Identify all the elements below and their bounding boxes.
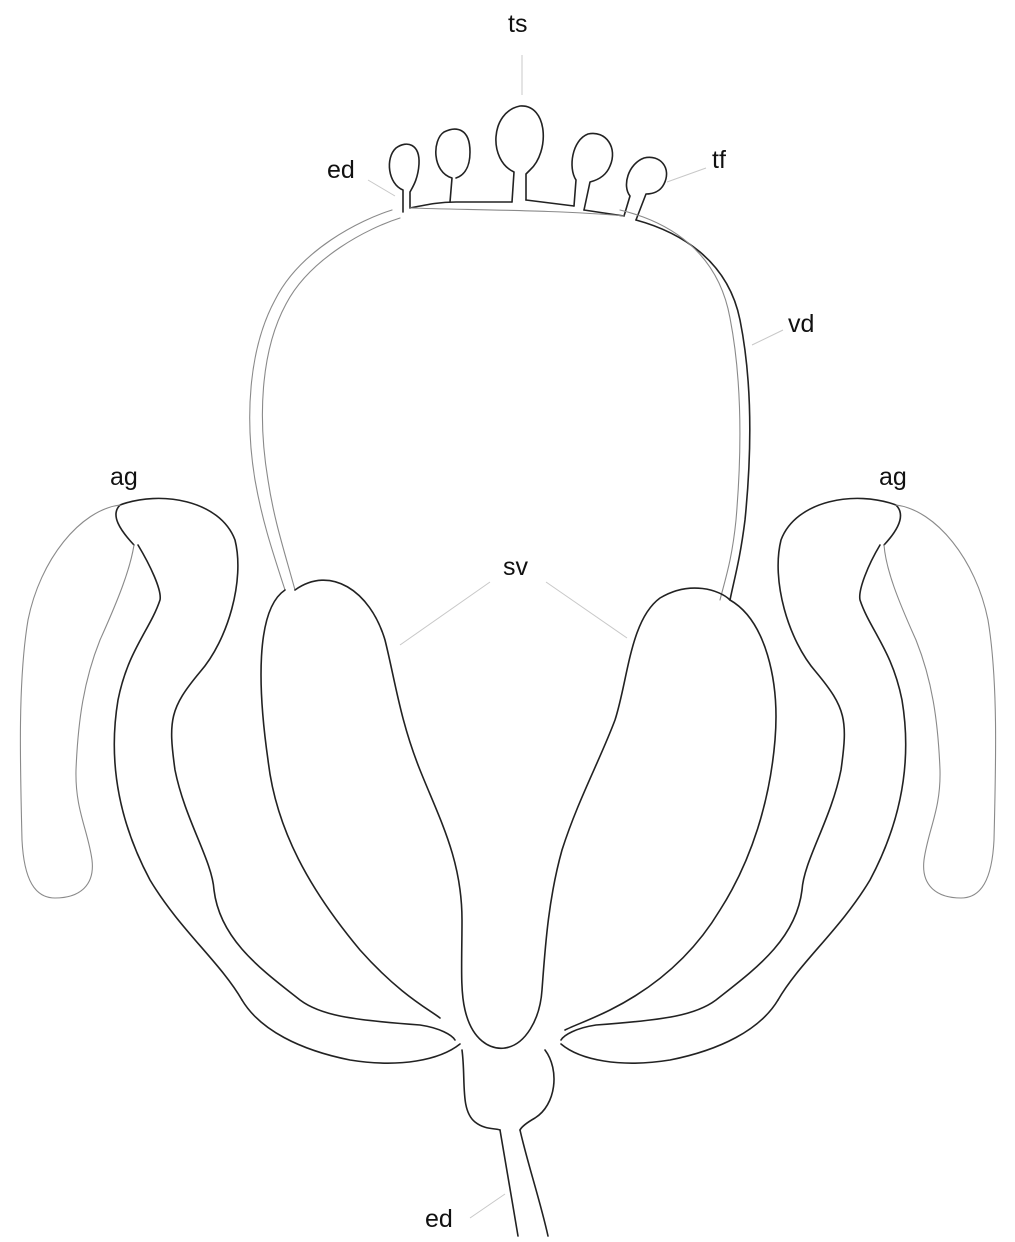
follicle-5 [624,157,667,220]
label-ag-right: ag [879,465,907,490]
label-ts: ts [508,12,527,37]
leader-tf [667,168,706,182]
vas-deferens-inner [262,218,400,590]
vas-deferens-outer [250,210,392,590]
follicle-4 [572,133,613,210]
label-ag-left: ag [110,465,138,490]
follicle-2 [436,129,470,202]
ejaculatory-duct-tube [500,1130,548,1236]
accessory-gland-right-lobe [561,1000,778,1063]
vas-deferens-top [410,208,624,216]
leader-sv-left [400,582,490,645]
accessory-gland-right-arm [884,505,996,898]
label-sv: sv [503,555,528,580]
ejaculatory-duct [462,1050,554,1236]
leader-ed-top [368,180,395,196]
accessory-gland-left [20,498,460,1063]
seminal-vesicle-right [505,588,776,1048]
label-ed-bottom: ed [425,1207,453,1232]
leader-sv-right [546,582,627,638]
leader-lines [368,55,783,1218]
accessory-gland-right [561,498,996,1063]
testis-follicles [389,106,666,220]
ejaculatory-duct-bulb [462,1050,554,1130]
accessory-gland-right-outer [561,498,906,1040]
follicle-1 [389,144,419,212]
accessory-gland-left-outer [114,498,455,1040]
seminal-vesicle-left [261,580,505,1048]
leader-ed-bottom [470,1194,505,1218]
vas-deferens [250,208,750,600]
label-vd: vd [788,312,814,337]
vas-deferens-right-inner [620,210,740,600]
seminal-vesicles [261,580,776,1048]
label-tf: tf [712,148,726,173]
leader-vd [752,330,783,345]
label-ed-top: ed [327,158,355,183]
follicle-3 [496,106,543,202]
